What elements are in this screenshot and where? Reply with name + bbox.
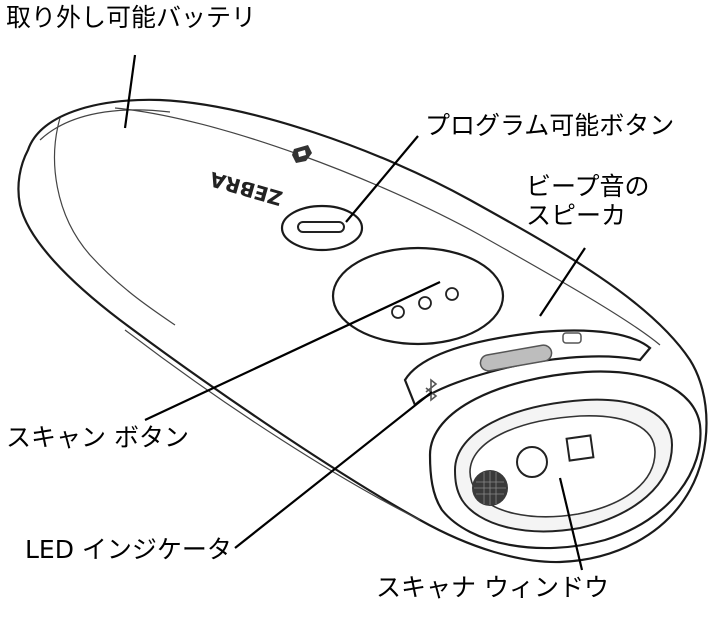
leader-programmable-button xyxy=(345,135,419,223)
programmable-button[interactable] xyxy=(280,204,364,252)
aimer-square xyxy=(565,434,595,462)
zebra-head-icon xyxy=(292,145,312,163)
body-inner-edge xyxy=(114,107,661,346)
label-beep-speaker-line1: ビープ音の xyxy=(526,172,650,201)
front-panel-band xyxy=(403,329,652,407)
scan-button-dot-3 xyxy=(445,287,459,301)
label-beep-speaker: ビープ音の スピーカ xyxy=(526,172,650,231)
scan-button-dot-1 xyxy=(391,305,405,319)
programmable-button-slot xyxy=(297,221,345,233)
battery-edge xyxy=(53,117,176,326)
label-scanner-window: スキャナ ウィンドウ xyxy=(376,573,609,602)
scan-button-dot-2 xyxy=(418,296,432,310)
label-led-indicator: LED インジケータ xyxy=(25,535,232,564)
leader-led-indicator xyxy=(234,391,433,549)
leader-beep-speaker xyxy=(539,247,586,317)
led-bar xyxy=(479,344,553,372)
label-beep-speaker-line2: スピーカ xyxy=(526,200,627,230)
leader-scanner-window xyxy=(558,477,584,571)
bluetooth-icon xyxy=(425,378,438,402)
leader-scan-button xyxy=(144,281,441,421)
label-removable-battery: 取り外し可能バッテリ xyxy=(6,3,257,32)
lens-circle xyxy=(516,446,548,478)
imager-grid-pattern xyxy=(474,471,506,505)
battery-indicator-icon xyxy=(562,332,582,344)
leader-battery xyxy=(123,54,137,129)
battery-top-curve xyxy=(39,109,171,141)
label-scan-button: スキャン ボタン xyxy=(6,423,189,452)
scan-button[interactable] xyxy=(331,246,505,346)
label-programmable-button: プログラム可能ボタン xyxy=(425,111,675,140)
body-bottom-contour xyxy=(124,329,421,521)
